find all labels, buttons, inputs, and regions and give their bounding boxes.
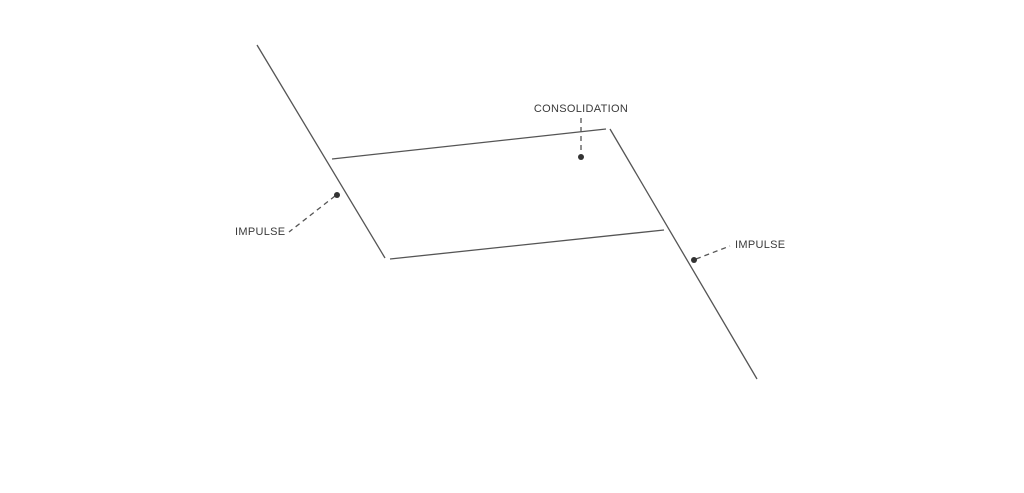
- marker-dot-impulse-left: [334, 192, 340, 198]
- label-consolidation: CONSOLIDATION: [534, 103, 628, 115]
- marker-dot-consolidation: [578, 154, 584, 160]
- marker-dot-impulse-right: [691, 257, 697, 263]
- label-impulse-right: IMPULSE: [735, 239, 785, 251]
- consolidation-bottom-line: [389, 229, 665, 260]
- label-impulse-left: IMPULSE: [235, 226, 285, 238]
- consolidation-top-line: [331, 128, 607, 160]
- impulse-line-right: [609, 128, 758, 380]
- impulse-line-left: [256, 44, 386, 259]
- leader-impulse-right: [695, 245, 731, 260]
- leader-impulse-left: [288, 195, 336, 233]
